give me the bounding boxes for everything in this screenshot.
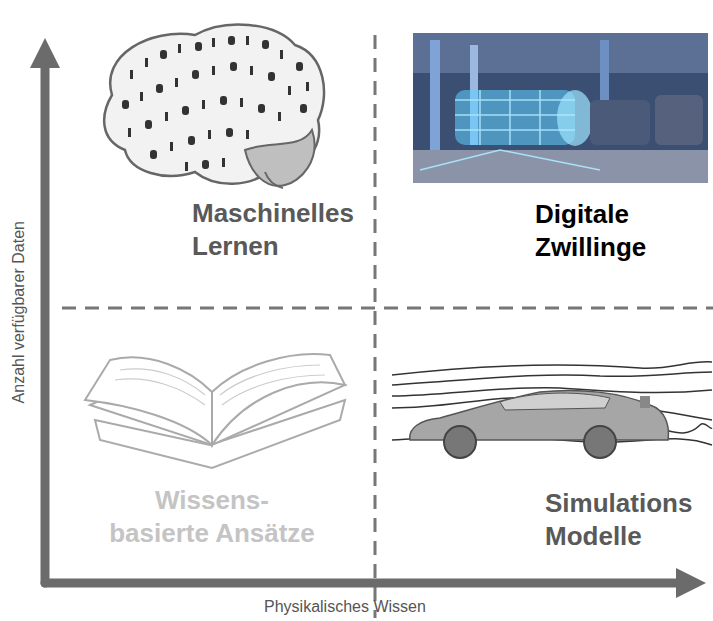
car-simulation-sketch [392,362,712,458]
axis-label: Anzahl verfügbarer Daten [9,221,29,403]
divider-vertical [374,35,377,618]
book-sketch [85,354,345,468]
quadrant-label: Wissens- basierte Ansätze [109,484,315,551]
quadrant-label: Simulations Modelle [545,487,585,554]
y-axis-arrowhead [30,38,60,68]
axis-label: Physikalisches Wissen [264,597,426,617]
brain-illustration [104,25,324,188]
digital-twin-photo [413,33,708,183]
quadrant-label: Digitale Zwillinge [535,198,575,265]
divider-horizontal [62,307,713,310]
x-axis-arrowhead [676,568,706,598]
quadrant-label: Maschinelles Lernen [192,197,232,264]
axes [45,62,680,583]
